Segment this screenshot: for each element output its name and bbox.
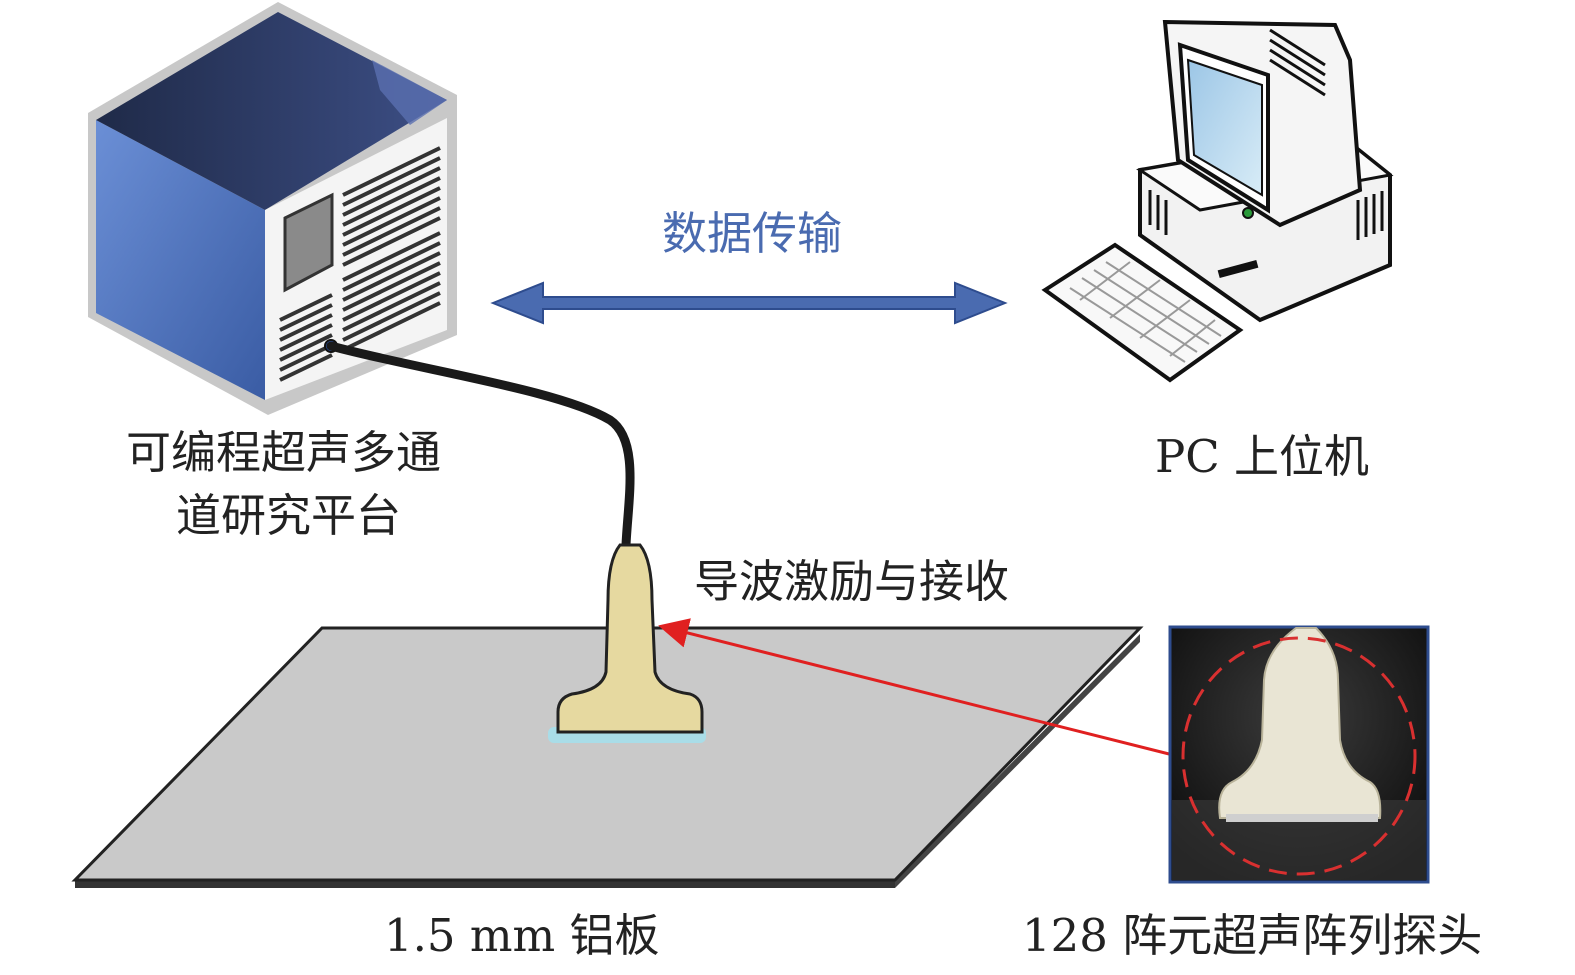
probe-label: 128 阵元超声阵列探头 [1022, 909, 1483, 962]
guided-wave-label: 导波激励与接收 [694, 555, 1010, 608]
plate-label: 1.5 mm 铝板 [384, 909, 660, 962]
aluminum-plate [71, 626, 1144, 888]
pc-label: PC 上位机 [1155, 430, 1370, 483]
data-transfer-arrow [490, 281, 1008, 325]
platform-label-line1: 可编程超声多通 [126, 426, 442, 479]
ultrasound-probe-icon [548, 543, 706, 743]
server-icon [88, 2, 457, 415]
data-transfer-label: 数据传输 [662, 207, 843, 260]
pointer-arrow [658, 618, 1186, 760]
desktop-computer-icon [1041, 19, 1394, 383]
platform-label-line2: 道研究平台 [176, 489, 402, 542]
probe-cable [326, 341, 635, 550]
probe-photo [1168, 625, 1430, 884]
